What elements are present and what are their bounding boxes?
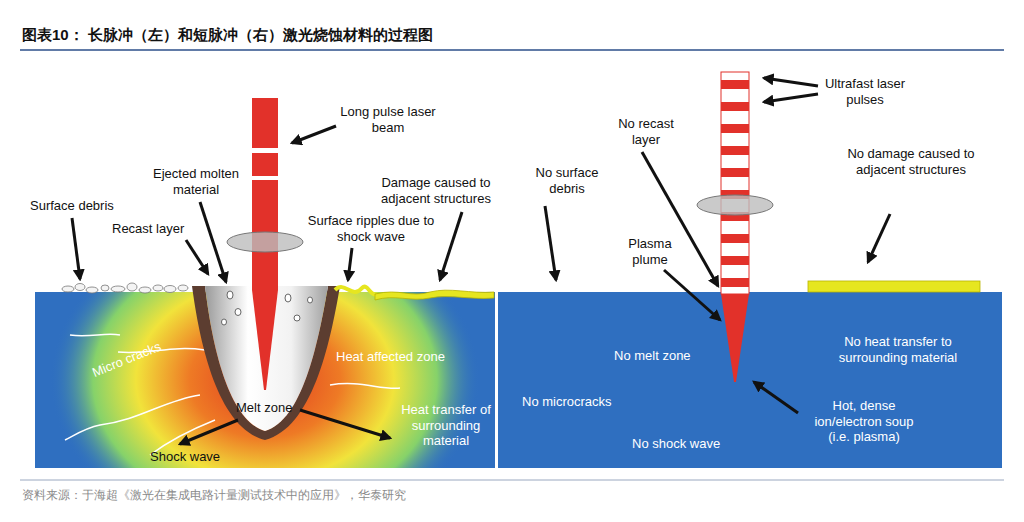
leader-arrows xyxy=(348,248,352,280)
micro-cracks xyxy=(65,395,200,440)
crater xyxy=(205,286,328,431)
annotation-label: Surface debris xyxy=(30,198,114,214)
ejected-droplets xyxy=(285,294,291,302)
annotation-label: Ejected molten material xyxy=(140,166,252,197)
leader-arrows xyxy=(664,270,720,320)
surface-ripples xyxy=(335,287,378,295)
ultrafast-beam xyxy=(697,72,773,382)
surface-debris xyxy=(178,285,188,291)
long-pulse-panel xyxy=(35,98,495,522)
annotation-label: Recast layer xyxy=(112,221,184,237)
ejected-droplets xyxy=(294,315,300,321)
leader-arrows xyxy=(72,218,80,279)
ultrafast-beam xyxy=(721,146,749,155)
ultrafast-beam xyxy=(721,102,749,111)
ultrafast-beam xyxy=(721,168,749,177)
annotation-label: No surface debris xyxy=(528,165,606,196)
micro-cracks xyxy=(330,384,400,389)
ultrafast-panel xyxy=(498,72,1002,468)
annotation-label: Long pulse laser beam xyxy=(338,104,438,135)
annotation-label: Damage caused to adjacent structures xyxy=(368,175,504,206)
source-caption: 资料来源：于海超《激光在集成电路计量测试技术中的应用》，华泰研究 xyxy=(22,488,406,502)
annotation-label: Plasma plume xyxy=(618,236,682,267)
surface-debris xyxy=(101,285,109,291)
surface-debris xyxy=(62,283,188,293)
long-pulse-beam xyxy=(227,232,303,252)
annotation-label: Shock wave xyxy=(150,449,220,465)
ultrafast-beam xyxy=(721,80,749,287)
annotation-label: Heat affected zone xyxy=(336,349,445,365)
surface-debris xyxy=(62,286,74,292)
ultrafast-beam xyxy=(721,256,749,265)
annotation-label: No damage caused to adjacent structures xyxy=(836,146,986,177)
annotation-label: No heat transfer to surrounding material xyxy=(820,334,976,365)
annotation-label: No microcracks xyxy=(522,394,612,410)
long-pulse-beam xyxy=(252,98,278,290)
leader-arrows xyxy=(72,78,890,444)
adjacent-structure xyxy=(808,281,980,292)
leader-arrows xyxy=(545,206,556,280)
leader-arrows xyxy=(186,240,208,274)
surface-debris xyxy=(153,285,163,291)
header-rules xyxy=(20,49,1004,51)
ultrafast-beam xyxy=(697,195,773,215)
annotation-label: Heat transfer of surrounding material xyxy=(398,402,494,449)
long-pulse-beam xyxy=(252,290,278,390)
surface-debris xyxy=(86,287,98,293)
annotation-label: Melt zone xyxy=(236,400,292,416)
leader-arrows xyxy=(764,78,818,86)
ultrafast-panel xyxy=(498,292,1002,468)
annotation-label: Surface ripples due to shock wave xyxy=(296,213,446,244)
ejected-droplets xyxy=(308,297,313,303)
annotation-label: No shock wave xyxy=(632,436,720,452)
leader-arrows xyxy=(868,214,890,262)
surface-debris xyxy=(139,287,151,293)
ultrafast-beam xyxy=(721,72,749,294)
ejected-droplets xyxy=(222,319,227,325)
leader-arrows xyxy=(440,212,462,280)
figure-title: 图表10： 长脉冲（左）和短脉冲（右）激光烧蚀材料的过程图 xyxy=(22,26,433,44)
surface-debris xyxy=(111,286,125,292)
surface-debris xyxy=(164,286,176,293)
header-rules xyxy=(20,480,1004,481)
long-pulse-beam xyxy=(252,176,278,180)
ultrafast-beam xyxy=(721,124,749,133)
ejected-droplets xyxy=(227,291,233,299)
micro-cracks xyxy=(70,334,120,336)
surface-debris xyxy=(75,284,85,291)
leader-arrows xyxy=(764,94,818,102)
leader-arrows xyxy=(292,126,336,143)
ultrafast-beam xyxy=(721,234,749,243)
annotation-label: Ultrafast laser pulses xyxy=(820,76,910,107)
leader-arrows xyxy=(300,410,390,438)
annotation-label: No recast layer xyxy=(606,116,686,147)
leader-arrows xyxy=(754,382,798,413)
ejected-droplets xyxy=(235,309,241,316)
leader-arrows xyxy=(180,420,238,444)
surface-debris xyxy=(127,283,137,291)
ultrafast-beam xyxy=(721,80,749,89)
annotation-label: Hot, dense ion/electron soup (i.e. plasm… xyxy=(802,398,926,445)
ultrafast-beam xyxy=(721,278,749,287)
long-pulse-beam xyxy=(252,148,278,153)
ultrafast-beam xyxy=(721,294,749,382)
adjacent-structure xyxy=(375,290,494,300)
long-pulse-panel xyxy=(50,292,480,468)
annotation-label: No melt zone xyxy=(614,348,691,364)
